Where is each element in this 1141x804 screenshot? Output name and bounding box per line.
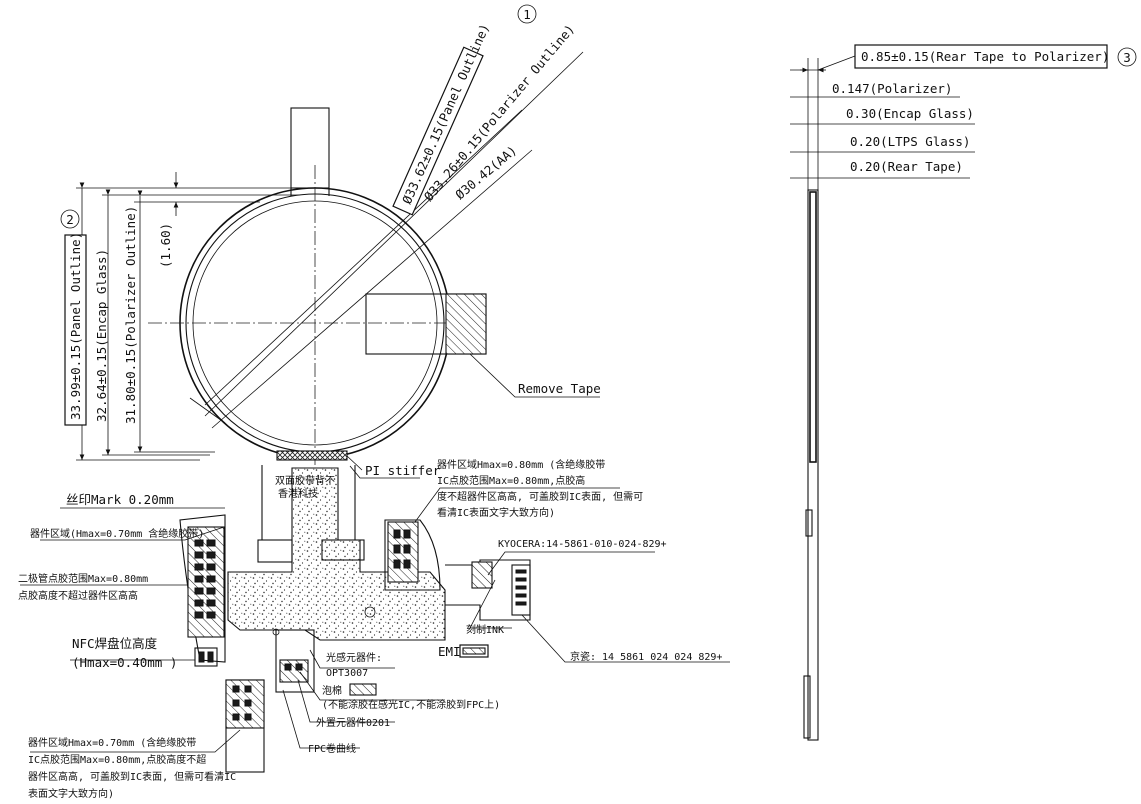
right-component-area <box>387 521 419 583</box>
total-thickness-box <box>854 44 1108 69</box>
fpc-label: FPC卷曲线 <box>308 742 356 755</box>
dia-aa-leader <box>211 149 533 429</box>
kyocera-label: KYOCERA:14-5861-010-024-829+ <box>498 539 667 550</box>
comp-top-label-4: 看清IC表面文字大致方向) <box>437 506 555 519</box>
comp-top-label-2: IC点胶范围Max=0.80mm,点胶高 <box>437 474 585 487</box>
resistor-label: 外置元器件0201 <box>316 717 390 729</box>
encap-thickness-label: 0.30(Encap Glass) <box>846 106 974 121</box>
ltps-thickness-label: 0.20(LTPS Glass) <box>850 134 970 149</box>
callout-1 <box>517 4 537 24</box>
callout-1-text: 1 <box>523 7 531 22</box>
callout-2 <box>60 209 80 229</box>
comp-bottom-label-1: 器件区域Hmax=0.70mm (含绝缘胶带 <box>28 736 196 749</box>
fpc-body <box>227 467 446 641</box>
comp-bottom-label-3: 器件区高高, 可盖胶到IC表面, 但需可看清IC <box>28 770 236 783</box>
polarizer-thickness-label: 0.147(Polarizer) <box>832 81 952 96</box>
pi-stiffer-label: PI stiffer <box>365 463 441 478</box>
side-view-labels: 0.85±0.15(Rear Tape to Polarizer) 3 0.14… <box>832 44 1137 174</box>
nfc-pad <box>194 647 218 667</box>
side-profile <box>807 189 819 741</box>
dia-panel-leader <box>204 109 523 406</box>
tape-label-2: (不能涂胶在感光IC,不能涂胶到FPC上) <box>322 698 500 711</box>
comp-bottom-label-2: IC点胶范围Max=0.80mm,点胶高度不超 <box>28 753 206 766</box>
gap-dimension-label: (1.60) <box>158 223 173 268</box>
remove-tape-label: Remove Tape <box>518 381 601 396</box>
callout-3 <box>1117 47 1137 67</box>
side-view <box>790 55 975 741</box>
top-tab <box>290 107 330 189</box>
front-view <box>20 51 730 773</box>
comp-bottom-label-4: 表面文字大致方向) <box>28 787 114 800</box>
rear-tape-thickness-label: 0.20(Rear Tape) <box>850 159 963 174</box>
h-encap-label: 32.64±0.15(Encap Glass) <box>94 249 109 422</box>
opt-sensor <box>279 659 309 683</box>
silk-mark-label: 丝印Mark 0.20mm <box>66 492 174 507</box>
ink-label: 刻制INK <box>466 623 504 636</box>
connector-note-label: 京瓷: 14 5861 024 024 829+ <box>570 650 722 663</box>
dia-polarizer-leader <box>204 51 584 417</box>
comp-area-left-label: 器件区域(Hmax=0.70mm 含绝缘胶带) <box>30 527 204 540</box>
qr-label-1: 二极管点胶范围Max=0.80mm <box>18 572 148 585</box>
callout-2-text: 2 <box>66 212 74 227</box>
note-double-tape: 双面胶带背不 <box>275 474 335 487</box>
opt-label: 光感元器件: <box>326 651 382 664</box>
qr-label-2: 点胶高度不超过器件区高高 <box>18 589 138 602</box>
comp-top-label-3: 度不超器件区高高, 可盖胶到IC表面, 但需可 <box>437 490 643 503</box>
board-connector <box>511 564 531 616</box>
pi-stiffer <box>276 450 348 461</box>
front-view-labels: 1 Ø33.62±0.15(Panel Outline) Ø33.26±0.15… <box>18 4 722 800</box>
total-thickness-label: 0.85±0.15(Rear Tape to Polarizer) <box>861 49 1109 64</box>
comp-top-label-1: 器件区域Hmax=0.80mm (含绝缘胶带 <box>437 458 605 471</box>
left-pads <box>194 539 216 619</box>
left-component-area <box>187 526 225 638</box>
note-double-tape-2: 香港科技 <box>278 487 318 500</box>
nfc-label-1: NFC焊盘位高度 <box>72 636 158 651</box>
emi-label: EMI <box>438 644 461 659</box>
nfc-label-2: (Hmax=0.40mm ) <box>72 655 177 670</box>
foam-swatch <box>349 683 377 696</box>
opt-part-label: OPT3007 <box>326 668 368 679</box>
callout-3-text: 3 <box>1123 50 1131 65</box>
h-panel-label: 33.99±0.15(Panel Outline) <box>68 232 83 420</box>
h-polarizer-label: 31.80±0.15(Polarizer Outline) <box>123 206 138 424</box>
tape-label-1: 泡棉 <box>322 684 342 697</box>
